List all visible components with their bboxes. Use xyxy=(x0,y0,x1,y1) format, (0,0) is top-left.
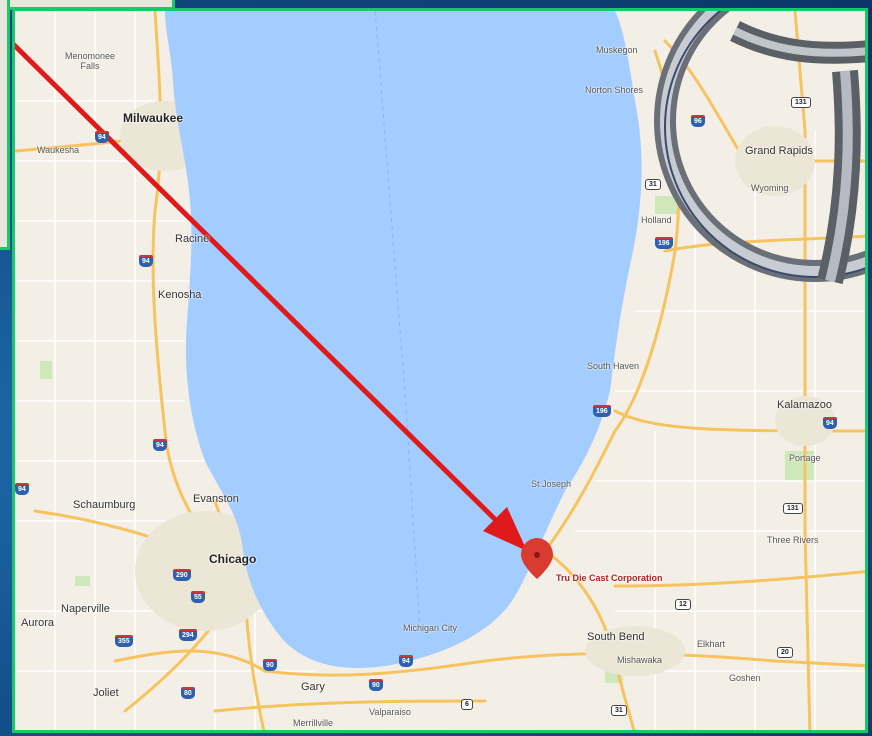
city-label: Wyoming xyxy=(751,183,789,193)
us-route-shield: 131 xyxy=(783,503,803,514)
city-label: Elkhart xyxy=(697,639,726,649)
city-label: Three Rivers xyxy=(767,535,819,545)
us-route-shield: 31 xyxy=(611,705,627,716)
interstate-shield: 196 xyxy=(655,237,673,249)
city-label: Waukesha xyxy=(37,145,80,155)
city-label: Evanston xyxy=(193,493,239,505)
location-pin-icon[interactable] xyxy=(521,538,553,579)
city-label: Merrillville xyxy=(293,718,333,728)
city-label: Aurora xyxy=(21,617,55,629)
city-label: Naperville xyxy=(61,603,110,615)
city-label: Milwaukee xyxy=(123,111,184,125)
interstate-shield: 55 xyxy=(191,591,205,603)
us-route-shield: 131 xyxy=(791,97,811,108)
interstate-shield: 94 xyxy=(399,655,413,667)
city-label: South Bend xyxy=(587,631,645,643)
state-boundary-line xyxy=(374,11,421,632)
city-label: Muskegon xyxy=(596,45,638,55)
city-label: Holland xyxy=(641,215,672,225)
urban-areas xyxy=(120,101,835,676)
interstate-shield: 94 xyxy=(153,439,167,451)
city-label: Chicago xyxy=(209,552,257,566)
lake-michigan xyxy=(165,11,642,668)
steering-wheel-image xyxy=(654,11,865,285)
map-canvas[interactable] xyxy=(15,11,868,733)
previous-slide-frame-left xyxy=(0,0,10,250)
city-label: Grand Rapids xyxy=(745,145,813,157)
minor-roads xyxy=(15,11,865,730)
interstate-shield: 80 xyxy=(181,687,195,699)
interstate-shield: 294 xyxy=(179,629,197,641)
interstate-shield: 96 xyxy=(691,115,705,127)
city-label: Mishawaka xyxy=(617,655,663,665)
city-label: St Joseph xyxy=(531,479,572,489)
us-route-shield: 20 xyxy=(777,647,793,658)
interstate-shield: 94 xyxy=(95,131,109,143)
us-route-shield: 6 xyxy=(461,699,473,710)
marker-label[interactable]: Tru Die Cast Corporation xyxy=(556,573,663,583)
city-label: Kenosha xyxy=(158,289,202,301)
city-label: Menomonee Falls xyxy=(65,51,116,71)
map-frame[interactable]: Menomonee Falls Milwaukee Waukesha Racin… xyxy=(12,8,868,733)
city-label: South Haven xyxy=(587,361,640,371)
city-label: Racine xyxy=(175,233,210,245)
interstate-shield: 90 xyxy=(263,659,277,671)
interstate-shield: 196 xyxy=(593,405,611,417)
city-label: Gary xyxy=(301,681,325,693)
city-label: Goshen xyxy=(729,673,761,683)
interstate-shield: 94 xyxy=(823,417,837,429)
city-label: Schaumburg xyxy=(73,499,136,511)
us-route-shield: 31 xyxy=(645,179,661,190)
parkland xyxy=(40,196,815,683)
city-label: Portage xyxy=(789,453,821,463)
city-label: Kalamazoo xyxy=(777,399,833,411)
city-label: Michigan City xyxy=(403,623,458,633)
interstate-shield: 94 xyxy=(15,483,29,495)
interstate-shield: 90 xyxy=(369,679,383,691)
city-label: Joliet xyxy=(93,687,119,699)
city-label: Norton Shores xyxy=(585,85,644,95)
interstate-shield: 94 xyxy=(139,255,153,267)
city-label: Valparaiso xyxy=(369,707,411,717)
us-route-shield: 12 xyxy=(675,599,691,610)
interstate-shield: 355 xyxy=(115,635,133,647)
interstate-shield: 290 xyxy=(173,569,191,581)
pointer-arrow xyxy=(15,42,527,551)
